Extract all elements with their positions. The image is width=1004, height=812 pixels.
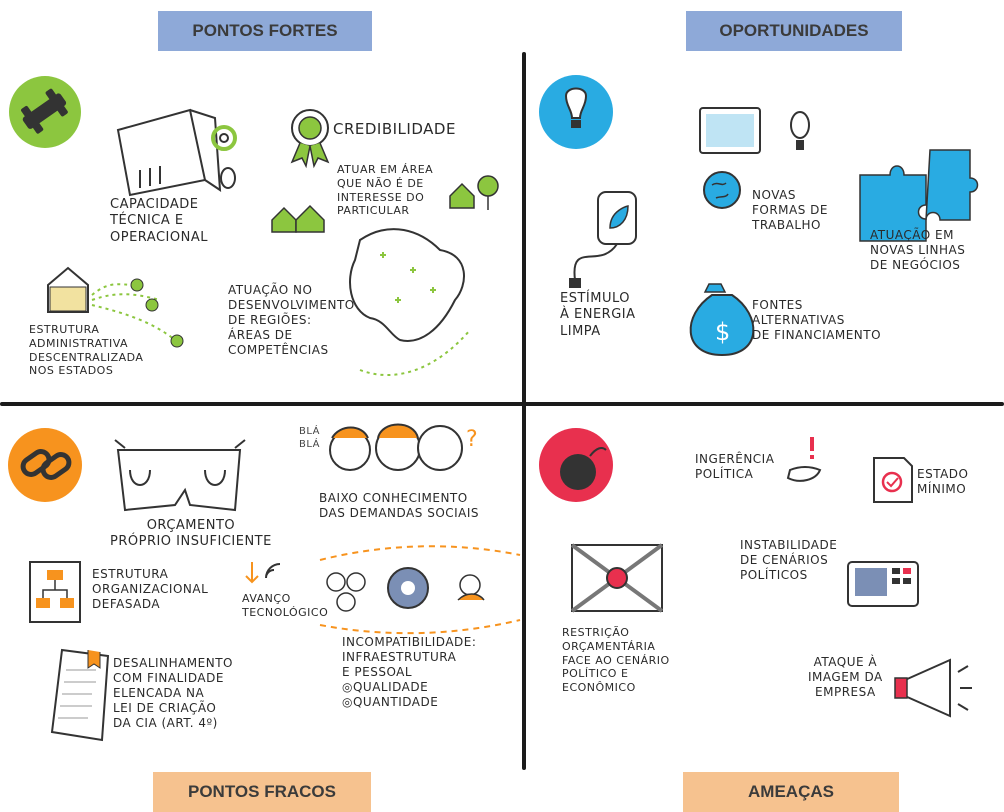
confused-faces-icon: ? [329,423,478,471]
houses-icon [271,175,499,233]
threat-bomb-icon [539,428,613,502]
label-ingerencia: INGERÊNCIA POLÍTICA [695,452,775,481]
label-credibilidade: CREDIBILIDADE [333,120,456,138]
banner-pontos-fracos: PONTOS FRACOS [153,772,371,812]
money-bag-icon: $ [689,283,755,357]
vertical-divider [522,52,526,770]
svg-text:?: ? [466,427,478,452]
strength-dumbbell-icon [9,76,81,148]
megaphone-icon [894,658,972,718]
brazil-map-icon [349,228,471,376]
empty-pockets-icon [114,439,246,512]
label-estrutura-administrativa: ESTRUTURA ADMINISTRATIVA DESCENTRALIZADA… [29,323,144,378]
label-orcamento: ORÇAMENTO PRÓPRIO INSUFICIENTE [110,518,272,550]
weakness-chain-icon [8,428,82,502]
computer-globe-icon [699,107,810,209]
svg-text:$: $ [715,318,730,346]
label-novas-linhas: ATUAÇÃO EM NOVAS LINHAS DE NEGÓCIOS [870,228,966,272]
label-bla: BLÁ BLÁ [299,426,321,450]
banner-ameacas: AMEAÇAS [683,772,899,812]
checkbox-document-icon [873,457,913,503]
label-capacidade: CAPACIDADE TÉCNICA E OPERACIONAL [110,197,208,245]
building-gear-icon [116,108,237,197]
ballot-machine-icon [847,561,919,607]
gears-faces-icon [319,545,521,635]
label-restricao: RESTRIÇÃO ORÇAMENTÁRIA FACE AO CENÁRIO P… [562,626,670,694]
label-novas-formas: NOVAS FORMAS DE TRABALHO [752,188,829,232]
credibility-seal-icon [290,109,330,169]
energy-charger-icon [569,191,637,288]
chained-money-icon [570,543,664,613]
label-fontes: FONTES ALTERNATIVAS DE FINANCIAMENTO [752,298,882,342]
tech-signal-icon [245,562,281,584]
admin-building-icon [47,266,184,348]
label-atuacao-desenvolvimento: ATUAÇÃO NO DESENVOLVIMENTO DE REGIÕES: Á… [228,283,355,357]
label-estimulo: ESTÍMULO À ENERGIA LIMPA [560,291,636,339]
label-avanco-tecnologico: AVANÇO TECNOLÓGICO [242,592,329,619]
label-incompatibilidade: INCOMPATIBILIDADE: INFRAESTRUTURA E PESS… [342,635,477,709]
label-instabilidade: INSTABILIDADE DE CENÁRIOS POLÍTICOS [740,538,838,582]
opportunity-lightbulb-icon [539,75,613,149]
label-estrutura-organizacional: ESTRUTURA ORGANIZACIONAL DEFASADA [92,567,209,611]
label-baixo-conhecimento: BAIXO CONHECIMENTO DAS DEMANDAS SOCIAIS [319,491,480,520]
document-icon [50,648,110,742]
hand-coin-icon [786,437,822,482]
label-ataque: ATAQUE À IMAGEM DA EMPRESA [808,655,883,699]
label-estado-minimo: ESTADO MÍNIMO [917,467,969,496]
banner-oportunidades: OPORTUNIDADES [686,11,902,51]
puzzle-icon [859,149,979,242]
horizontal-divider [0,402,1004,406]
label-desalinhamento: DESALINHAMENTO COM FINALIDADE ELENCADA N… [113,656,233,730]
label-atuar: ATUAR EM ÁREA QUE NÃO É DE INTERESSE DO … [337,163,434,218]
banner-pontos-fortes: PONTOS FORTES [158,11,372,51]
org-chart-icon [29,561,81,623]
